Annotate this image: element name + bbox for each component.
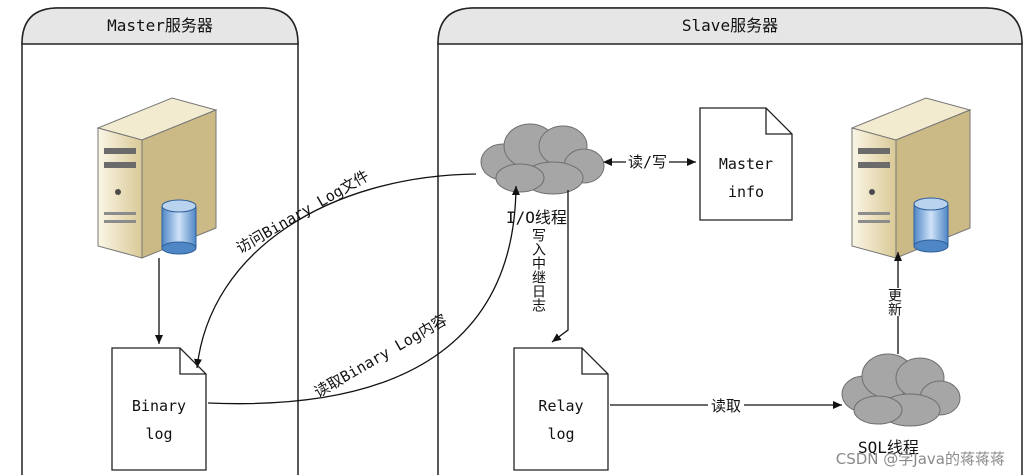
sql-thread-label: SQL线程	[858, 438, 919, 457]
slave-server-icon	[850, 97, 972, 259]
slave-database-icon	[913, 197, 949, 253]
sql-thread-cloud-icon	[841, 353, 961, 427]
io-thread-cloud-icon	[480, 123, 605, 195]
master-info-line1: Master	[718, 155, 774, 173]
relay-log-line2: log	[547, 425, 575, 443]
master-server-icon	[96, 97, 218, 259]
read-write-label: 读/写	[626, 151, 670, 172]
watermark: CSDN @学Java的蒋蒋蒋	[835, 450, 1005, 468]
slave-panel	[437, 7, 1023, 475]
relay-log-document	[513, 347, 609, 471]
master-info-line2: info	[727, 183, 765, 201]
binary-log-label: Binary log	[112, 392, 206, 448]
binary-log-line2: log	[145, 425, 173, 443]
access-binlog-arrow	[194, 173, 477, 369]
slave-panel-title: Slave服务器	[681, 16, 779, 35]
write-relay-arrow	[551, 190, 569, 343]
read-label: 读取	[708, 395, 745, 416]
write-relay-label: 写入中继日志	[530, 228, 546, 312]
master-info-label: Master info	[700, 150, 792, 206]
relay-log-line1: Relay	[538, 397, 584, 415]
io-thread-label: I/O线程	[506, 208, 567, 227]
binary-log-document	[111, 347, 207, 471]
master-panel	[21, 7, 299, 475]
relay-log-label: Relay log	[514, 392, 608, 448]
master-database-icon	[161, 199, 197, 255]
master-panel-title: Master服务器	[107, 16, 213, 35]
binary-log-line1: Binary	[131, 397, 187, 415]
read-binlog-content-arrow	[207, 185, 520, 405]
master-info-document	[699, 107, 793, 221]
update-label: 更新	[884, 288, 904, 316]
